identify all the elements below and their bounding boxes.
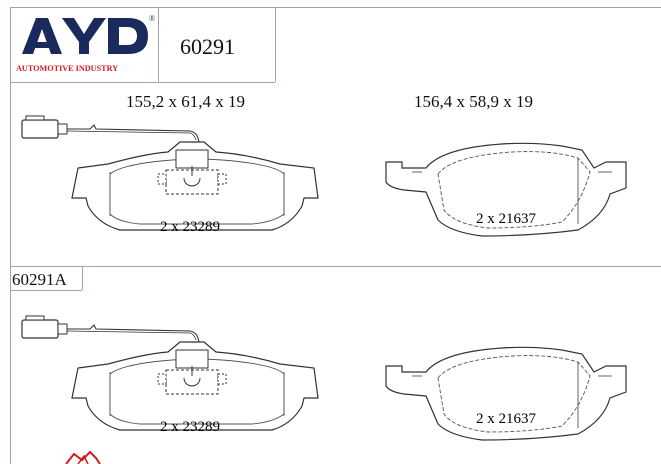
right-pad-dimensions: 156,4 x 58,9 x 19 [414,92,533,111]
watermark-mark [65,450,101,464]
variant-box-right [82,266,83,290]
frame-top-line [10,7,661,8]
right-pad-reference-1: 2 x 21637 [476,211,537,227]
left-pad-reference-1: 2 x 23289 [160,219,220,235]
header-right-line [275,7,276,82]
section-divider-line [10,266,661,267]
part-number: 60291 [180,34,235,59]
left-pad-dimensions: 155,2 x 61,4 x 19 [126,92,245,111]
logo-divider-line [158,7,159,82]
left-pad-reference-2: 2 x 23289 [160,419,220,435]
right-pad-reference-2: 2 x 21637 [476,411,537,427]
left-pad-drawing-1 [21,115,319,231]
frame-left-line [10,7,11,464]
brand-tagline: AUTOMOTIVE INDUSTRY [16,64,118,73]
registered-mark: ® [149,14,155,23]
brand-logo: ® AUTOMOTIVE INDUSTRY [10,8,158,80]
variant-box-bottom [10,290,82,291]
header-bottom-line [10,82,275,83]
variant-part-number: 60291A [12,270,67,289]
brand-logo-graphic: ® AUTOMOTIVE INDUSTRY [16,14,155,73]
left-pad-drawing-2 [21,315,319,431]
